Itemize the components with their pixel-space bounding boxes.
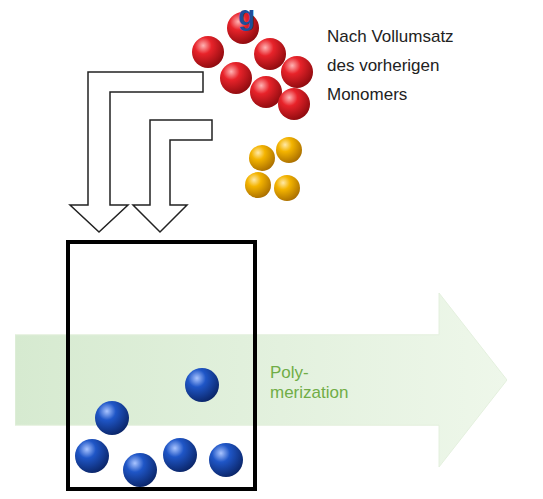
feed-arrow (133, 120, 212, 232)
title-fragment: g (238, 0, 255, 32)
reactor-vessel (68, 242, 255, 489)
note-text: Nach Vollumsatz des vorherigen Monomers (327, 22, 477, 109)
process-label: Poly- merization (270, 363, 365, 403)
orange-monomers (245, 137, 302, 201)
blue-monomers (75, 368, 243, 487)
